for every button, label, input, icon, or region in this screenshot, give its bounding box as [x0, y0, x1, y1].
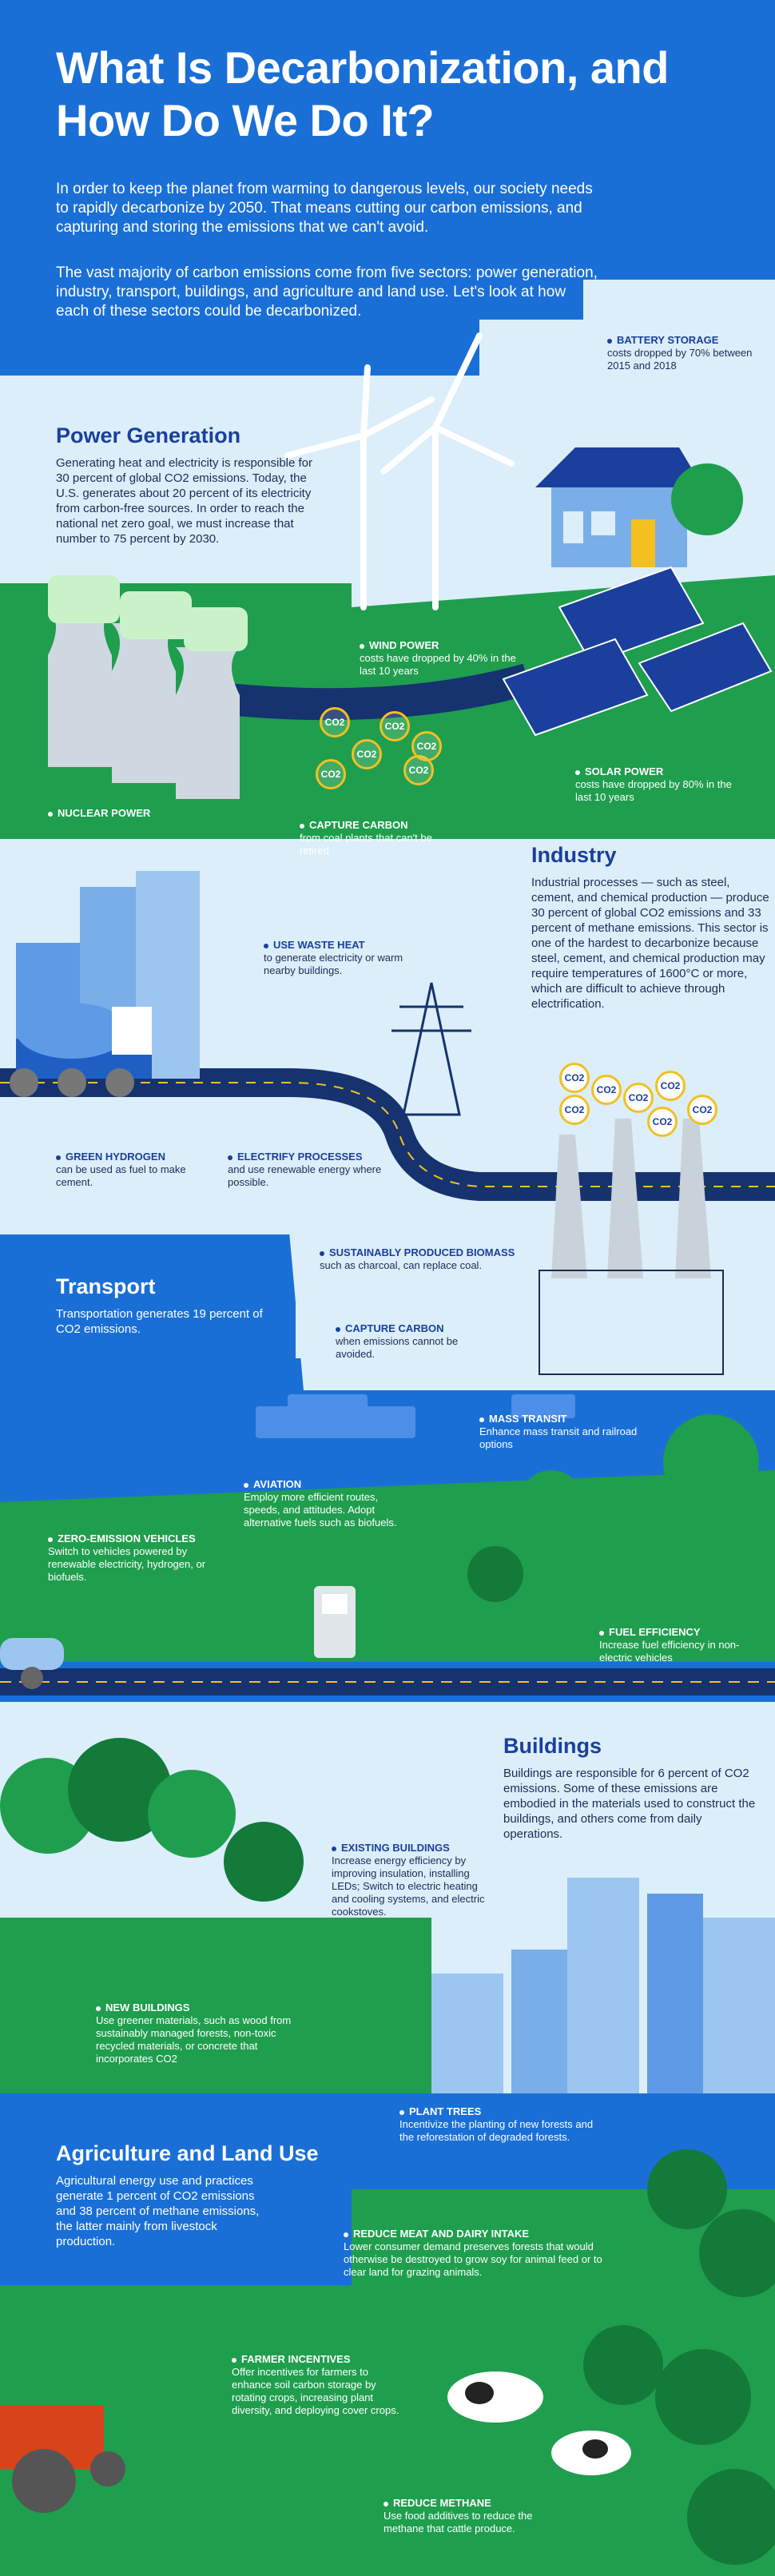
power-heading: Power Generation — [56, 423, 241, 447]
co2-bubble: CO2 — [591, 1075, 622, 1105]
intro-paragraph-1: In order to keep the planet from warming… — [56, 181, 593, 236]
capture-power-title: CAPTURE CARBON — [309, 819, 408, 831]
wind-label: WIND POWER costs have dropped by 40% in … — [360, 639, 519, 678]
zev-title: ZERO-EMISSION VEHICLES — [58, 1532, 196, 1544]
intro-paragraph-2: The vast majority of carbon emissions co… — [56, 264, 598, 320]
co2-bubble: CO2 — [647, 1107, 678, 1137]
fuel-text: Increase fuel efficiency in non-electric… — [599, 1639, 740, 1664]
solar-title: SOLAR POWER — [585, 765, 664, 777]
co2-bubble: CO2 — [352, 739, 382, 769]
fuel-efficiency-label: FUEL EFFICIENCY Increase fuel efficiency… — [599, 1626, 759, 1664]
mass-transit-text: Enhance mass transit and railroad option… — [479, 1425, 638, 1450]
existing-title: EXISTING BUILDINGS — [341, 1842, 450, 1854]
buildings-heading: Buildings — [503, 1734, 602, 1758]
farmer-text: Offer incentives for farmers to enhance … — [232, 2366, 399, 2416]
new-text: Use greener materials, such as wood from… — [96, 2014, 292, 2065]
mass-transit-title: MASS TRANSIT — [489, 1413, 567, 1425]
biomass-title: SUSTAINABLY PRODUCED BIOMASS — [329, 1246, 515, 1258]
existing-buildings-label: EXISTING BUILDINGS Increase energy effic… — [332, 1842, 491, 1918]
co2-bubble: CO2 — [320, 707, 350, 737]
hydrogen-text: can be used as fuel to make cement. — [56, 1163, 186, 1188]
trees-text: Incentivize the planting of new forests … — [399, 2118, 594, 2143]
battery-label: BATTERY STORAGE costs dropped by 70% bet… — [607, 334, 767, 372]
zev-text: Switch to vehicles powered by renewable … — [48, 1545, 206, 1583]
aviation-text: Employ more efficient routes, speeds, an… — [244, 1491, 397, 1529]
aviation-label: AVIATION Employ more efficient routes, s… — [244, 1478, 411, 1529]
solar-label: SOLAR POWER costs have dropped by 80% in… — [575, 765, 735, 804]
biomass-text: such as charcoal, can replace coal. — [320, 1259, 483, 1271]
battery-text: costs dropped by 70% between 2015 and 20… — [607, 347, 753, 372]
hydrogen-title: GREEN HYDROGEN — [66, 1151, 165, 1163]
electrify-title: ELECTRIFY PROCESSES — [237, 1151, 363, 1163]
capture-industry-title: CAPTURE CARBON — [345, 1322, 444, 1334]
capture-carbon-power-label: CAPTURE CARBON from coal plants that can… — [300, 819, 459, 857]
battery-title: BATTERY STORAGE — [617, 334, 719, 346]
agri-heading: Agriculture and Land Use — [56, 2141, 319, 2165]
new-title: NEW BUILDINGS — [105, 2002, 190, 2013]
electrify-label: ELECTRIFY PROCESSES and use renewable en… — [228, 1151, 388, 1189]
co2-bubble: CO2 — [316, 759, 346, 789]
trees-title: PLANT TREES — [409, 2105, 482, 2117]
waste-heat-label: USE WASTE HEAT to generate electricity o… — [264, 939, 423, 977]
nuclear-title: NUCLEAR POWER — [58, 807, 151, 819]
green-hydrogen-label: GREEN HYDROGEN can be used as fuel to ma… — [56, 1151, 192, 1189]
wind-title: WIND POWER — [369, 639, 439, 651]
capture-carbon-industry-label: CAPTURE CARBON when emissions cannot be … — [336, 1322, 479, 1361]
industry-body: Industrial processes — such as steel, ce… — [531, 876, 769, 1011]
agri-body: Agricultural energy use and practices ge… — [56, 2174, 260, 2248]
existing-text: Increase energy efficiency by improving … — [332, 1854, 485, 1918]
capture-power-text: from coal plants that can't be retired — [300, 832, 432, 857]
mass-transit-label: MASS TRANSIT Enhance mass transit and ra… — [479, 1413, 639, 1451]
co2-bubble: CO2 — [559, 1063, 590, 1093]
power-body: Generating heat and electricity is respo… — [56, 456, 313, 546]
plant-trees-label: PLANT TREES Incentivize the planting of … — [399, 2105, 607, 2144]
transport-body: Transportation generates 19 percent of C… — [56, 1307, 263, 1336]
fuel-title: FUEL EFFICIENCY — [609, 1626, 701, 1638]
zev-label: ZERO-EMISSION VEHICLES Switch to vehicle… — [48, 1532, 216, 1584]
meat-text: Lower consumer demand preserves forests … — [344, 2240, 602, 2278]
new-buildings-label: NEW BUILDINGS Use greener materials, suc… — [96, 2002, 296, 2065]
reduce-meat-label: REDUCE MEAT AND DAIRY INTAKE Lower consu… — [344, 2228, 607, 2279]
co2-bubble: CO2 — [623, 1083, 654, 1113]
wind-text: costs have dropped by 40% in the last 10… — [360, 652, 516, 677]
meat-title: REDUCE MEAT AND DAIRY INTAKE — [353, 2228, 530, 2240]
aviation-title: AVIATION — [253, 1478, 302, 1490]
industry-heading: Industry — [531, 843, 617, 867]
co2-bubble: CO2 — [411, 731, 442, 761]
co2-bubble: CO2 — [687, 1095, 717, 1125]
reduce-methane-label: REDUCE METHANE Use food additives to red… — [384, 2497, 559, 2535]
waste-heat-text: to generate electricity or warm nearby b… — [264, 952, 403, 976]
electrify-text: and use renewable energy where possible. — [228, 1163, 382, 1188]
transport-heading: Transport — [56, 1274, 156, 1298]
co2-bubble: CO2 — [559, 1095, 590, 1125]
co2-bubble: CO2 — [380, 711, 410, 741]
waste-heat-title: USE WASTE HEAT — [273, 939, 365, 951]
nuclear-label: NUCLEAR POWER — [48, 807, 208, 820]
buildings-body: Buildings are responsible for 6 percent … — [503, 1767, 756, 1841]
farmer-incentives-label: FARMER INCENTIVES Offer incentives for f… — [232, 2353, 407, 2417]
methane-title: REDUCE METHANE — [393, 2497, 491, 2509]
co2-bubble: CO2 — [655, 1071, 686, 1101]
page-title: What Is Decarbonization, and How Do We D… — [56, 42, 669, 145]
capture-industry-text: when emissions cannot be avoided. — [336, 1335, 459, 1360]
methane-text: Use food additives to reduce the methane… — [384, 2510, 533, 2534]
solar-text: costs have dropped by 80% in the last 10… — [575, 778, 732, 803]
farmer-title: FARMER INCENTIVES — [241, 2353, 351, 2365]
biomass-label: SUSTAINABLY PRODUCED BIOMASS such as cha… — [320, 1246, 535, 1272]
